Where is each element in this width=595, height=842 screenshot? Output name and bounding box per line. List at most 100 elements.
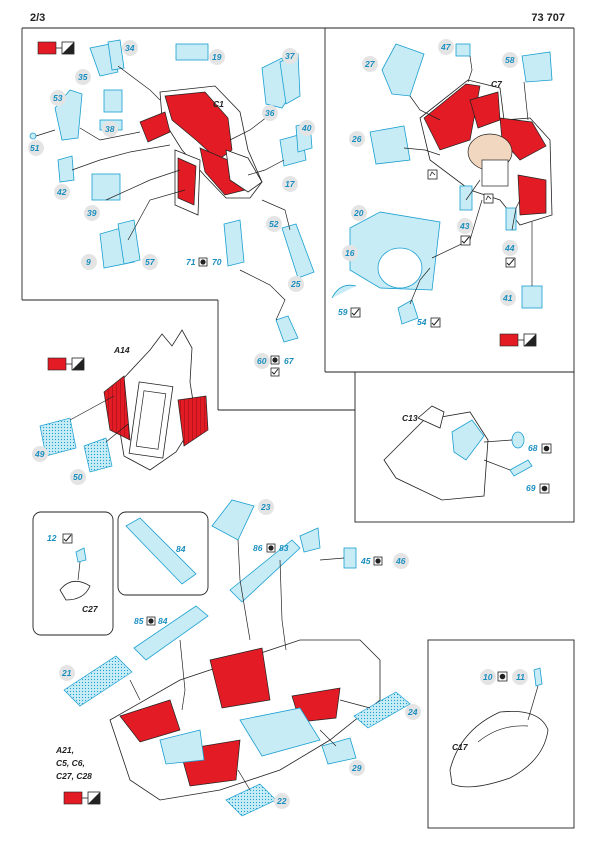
num-bg-44: [502, 240, 518, 256]
leader-12: [77, 561, 81, 581]
photoetch-painted-icon: [539, 483, 550, 494]
part-number-46: 46: [395, 556, 406, 566]
pe-part-69: [509, 459, 533, 477]
pe-part-41: [521, 285, 543, 309]
bend-icon: [430, 317, 441, 328]
kit-part-c1-body: [139, 85, 263, 216]
pe-part-22: [225, 783, 277, 817]
photoetch-painted-icon: [198, 257, 208, 267]
num-bg-49: [32, 446, 48, 462]
part-number-42: 42: [56, 187, 67, 197]
part-number-24: 24: [407, 707, 418, 717]
num-bg-39: [84, 205, 100, 221]
part-number-27: 27: [364, 59, 376, 69]
num-bg-41: [500, 290, 516, 306]
part-number-69: 69: [526, 483, 536, 493]
pe-part-57: [117, 219, 141, 265]
panel-c7: C7 27 47 58 26 20 43 44 16 41 59 54: [331, 39, 553, 347]
paint-red-icon: [499, 333, 537, 347]
pe-part-59: [331, 284, 357, 299]
pe-part-45: [343, 547, 357, 569]
part-number-17: 17: [285, 179, 296, 189]
paint-red-icon: [63, 791, 101, 805]
pe-part-83: [229, 539, 301, 603]
photoetch-painted-icon: [541, 443, 552, 454]
num-bg-21: [59, 665, 75, 681]
part-number-16: 16: [345, 248, 355, 258]
pre-painted-icon: [483, 193, 494, 204]
pe-part-38b: [103, 89, 123, 113]
kit-part-a14-body: [103, 329, 209, 471]
pe-part-54: [397, 299, 419, 325]
part-number-41: 41: [502, 293, 513, 303]
part-number-45: 45: [360, 556, 371, 566]
num-bg-20: [351, 205, 367, 221]
panel-c13: C13 68 69: [383, 405, 552, 501]
num-bg-47: [438, 39, 454, 55]
part-number-26: 26: [351, 134, 362, 144]
num-bg-57: [142, 254, 158, 270]
part-number-57: 57: [145, 257, 156, 267]
panel-frames: [21, 27, 575, 829]
part-number-19: 19: [212, 52, 222, 62]
num-bg-46: [393, 553, 409, 569]
part-number-44: 44: [504, 243, 515, 253]
leader-lines-main: [129, 539, 371, 791]
pe-part-68: [511, 431, 525, 449]
pe-part-24: [353, 691, 411, 729]
part-number-36: 36: [265, 108, 275, 118]
num-bg-26: [349, 131, 365, 147]
kit-part-c13-body: [383, 405, 489, 501]
part-number-54: 54: [417, 317, 427, 327]
num-bg-25: [288, 276, 304, 292]
bend-icon: [350, 307, 361, 318]
part-number-60: 60: [257, 356, 267, 366]
num-bg-35: [75, 69, 91, 85]
kit-label-c13: C13: [402, 413, 418, 423]
part-number-83: 83: [279, 543, 289, 553]
panel-c1: C1 34 19 37 35 53 38 36 40 51 42 17 39 5…: [28, 39, 315, 377]
pe-part-16-ring: [377, 247, 423, 289]
num-bg-34: [122, 40, 138, 56]
num-bg-58: [502, 52, 518, 68]
num-bg-60: [254, 353, 270, 369]
pe-part-26: [369, 125, 411, 165]
pe-part-84-large: [125, 517, 197, 585]
pe-part-25: [281, 223, 315, 279]
num-bg-9: [81, 254, 97, 270]
num-bg-36: [262, 105, 278, 121]
kit-part-c27: [59, 581, 91, 601]
part-number-84b: 84: [158, 616, 168, 626]
part-number-71: 71: [186, 257, 196, 267]
pe-part-60-67: [275, 315, 299, 343]
part-number-25: 25: [290, 279, 301, 289]
pe-part-49: [39, 417, 77, 457]
kit-label-a14: A14: [113, 345, 130, 355]
part-number-22: 22: [276, 796, 287, 806]
part-number-23: 23: [260, 502, 271, 512]
num-bg-29: [349, 760, 365, 776]
part-number-51: 51: [30, 143, 40, 153]
kit-label-c7: C7: [491, 79, 503, 89]
pe-part-51: [29, 132, 37, 140]
pe-part-12: [75, 547, 87, 563]
num-bg-24: [405, 704, 421, 720]
photoetch-painted-icon: [373, 556, 383, 566]
part-number-43: 43: [459, 221, 470, 231]
part-number-29: 29: [351, 763, 362, 773]
part-number-84: 84: [176, 544, 186, 554]
pe-part-21: [63, 655, 133, 707]
num-bg-19: [209, 49, 225, 65]
part-number-34: 34: [125, 43, 135, 53]
num-bg-37: [282, 48, 298, 64]
photoetch-painted-icon: [266, 543, 276, 553]
kit-label-c17: C17: [452, 742, 469, 752]
paint-red-icon: [47, 357, 85, 371]
kit-label-c1: C1: [213, 99, 224, 109]
part-number-21: 21: [61, 668, 72, 678]
pe-part-47: [455, 43, 471, 57]
leader-50: [105, 423, 129, 443]
part-number-70: 70: [212, 257, 222, 267]
photoetch-painted-icon: [497, 671, 508, 682]
leader-69: [483, 459, 511, 471]
